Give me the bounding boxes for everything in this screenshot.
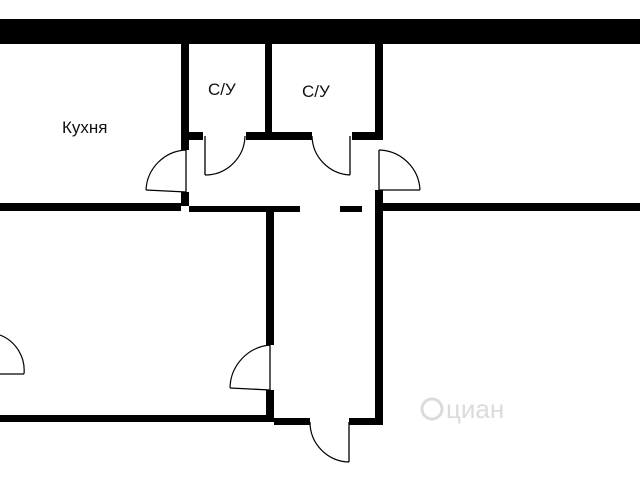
wall-top [0, 19, 640, 44]
wall-corridor-right [375, 212, 383, 425]
wall-between-wc [265, 44, 272, 140]
doors [0, 135, 421, 463]
door-swing-icon [229, 344, 271, 391]
wall-middle-right [383, 203, 640, 211]
wall-kitchen-wc [181, 44, 189, 150]
wall-bottom-left [0, 415, 274, 422]
wall-corridor-bottom-b [349, 418, 383, 425]
door-swing-icon [311, 135, 351, 176]
room-label-kitchen: Кухня [62, 118, 108, 137]
room-label-wc-left: С/У [208, 80, 236, 99]
wall-middle-center-c [340, 206, 362, 212]
door-swing-icon [145, 149, 187, 193]
door-swing-icon [378, 149, 421, 191]
door-swing-icon [0, 334, 25, 375]
wall-middle-center-b [277, 206, 300, 212]
wall-wc-left-bottom-a [181, 132, 203, 140]
wall-wc-left-bottom-b [246, 132, 312, 140]
wall-corridor-bottom-a [274, 418, 310, 425]
wall-middle-left [0, 203, 181, 211]
door-swing-icon [309, 421, 350, 463]
wall-middle-center [189, 206, 277, 212]
room-label-wc-right: С/У [302, 82, 330, 101]
wall-corridor-left-upper [266, 212, 274, 345]
wall-kitchen-wc-lower [181, 192, 189, 206]
watermark-text: циан [446, 394, 504, 424]
wall-hall-right-upper [375, 190, 383, 212]
walls [0, 19, 640, 425]
door-swing-icon [204, 135, 246, 176]
wall-corridor-left-lower [266, 390, 274, 416]
watermark-logo-icon: циан [420, 394, 504, 424]
wall-wc-right-bottom [352, 132, 383, 140]
wall-wc-right [375, 44, 383, 140]
